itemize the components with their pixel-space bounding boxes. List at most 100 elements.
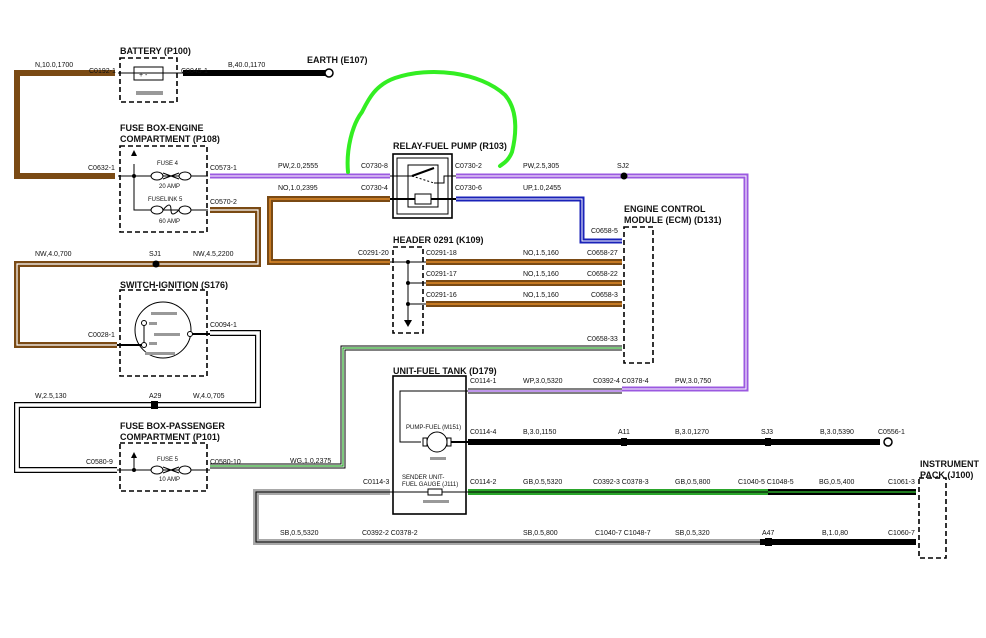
splice-label: SJ2 [617, 163, 629, 170]
earth-icon [324, 68, 334, 78]
fuse5-rating: 10 AMP [159, 477, 180, 483]
svg-text:+ -: + - [139, 72, 148, 79]
connector-label: C0658-3 [591, 292, 618, 299]
connector-label: C0730-8 [361, 163, 388, 170]
connector-label: C0658-5 [591, 228, 618, 235]
splice-a47 [765, 538, 772, 546]
earth-title: EARTH (E107) [307, 55, 368, 65]
pump-label: PUMP-FUEL (M151) [406, 425, 461, 431]
connector-label: C1060-7 [888, 530, 915, 537]
relay-fuel-pump [390, 153, 456, 219]
wire-label: BG,0.5,400 [819, 479, 855, 486]
wire-label: NO,1.0,2395 [278, 185, 318, 192]
connector-label: C0291-18 [426, 250, 457, 257]
connector-label: C0658-33 [587, 336, 618, 343]
ignition-switch [117, 289, 210, 377]
wire-label: SB,0.5,800 [523, 530, 558, 537]
fuselink5-rating: 60 AMP [159, 219, 180, 225]
sender-label: SENDER UNIT- [402, 475, 444, 481]
wire-label: B,3.0,5390 [820, 429, 854, 436]
connector-label: C0730-6 [455, 185, 482, 192]
wire-w-fill [15, 331, 260, 472]
wire-n-10 [14, 70, 115, 179]
fuse-passenger-title: FUSE BOX-PASSENGER [120, 421, 225, 431]
wire-label: W,2.5,130 [35, 393, 67, 400]
splice-labels: SJ1 SJ2 A29 A11 SJ3 A47 [149, 163, 775, 537]
wire-label: NW,4.0,700 [35, 251, 72, 258]
wire-labels: N,10.0,1700 B,40.0,1170 PW,2.0,2555 NO,1… [35, 62, 855, 537]
wires-no-1-5 [426, 259, 622, 307]
fuse-engine-title: FUSE BOX-ENGINE [120, 123, 204, 133]
connector-label: C0094-1 [210, 322, 237, 329]
wire-label: GB,0.5,5320 [523, 479, 562, 486]
wire-label: WG,1.0,2375 [290, 458, 331, 465]
splice-label: SJ1 [149, 251, 161, 258]
connector-label: C1040-7 C1048-7 [595, 530, 651, 537]
wire-label: B,1.0,80 [822, 530, 848, 537]
wire-label: W,4.0,705 [193, 393, 225, 400]
wire-label: NW,4.5,2200 [193, 251, 234, 258]
splice-sj1 [152, 260, 160, 268]
connector-label: C0730-2 [455, 163, 482, 170]
connector-label: C0114-3 [363, 479, 389, 486]
connector-label: C0556-1 [878, 429, 905, 436]
splice-a29 [151, 401, 158, 409]
connector-label: C1040-5 C1048-5 [738, 479, 794, 486]
battery: + - [118, 57, 183, 103]
fuse4-rating: 20 AMP [159, 184, 180, 190]
wire-label: SB,0.5,320 [675, 530, 710, 537]
connector-label: C0580-10 [210, 459, 241, 466]
splice-sj3 [765, 438, 771, 446]
fuselink5-label: FUSELINK 5 [148, 197, 183, 203]
wire-nw-tracer [16, 209, 259, 346]
wire-label: PW,3.0,750 [675, 378, 711, 385]
splice-a11 [621, 438, 627, 446]
splice-points [151, 172, 893, 546]
ecm-title: ENGINE CONTROL [624, 204, 706, 214]
connector-label: C0730-4 [361, 185, 388, 192]
fuel-tank-title: UNIT-FUEL TANK (D179) [393, 366, 497, 376]
wire-no-1-tracer [269, 198, 390, 263]
component-titles: BATTERY (P100) EARTH (E107) FUSE BOX-ENG… [120, 46, 979, 488]
hand-drawn-annotation [345, 69, 518, 174]
header-0291 [390, 246, 426, 334]
splice-label: A29 [149, 393, 162, 400]
wire-label: B,3.0,1270 [675, 429, 709, 436]
connector-label: C0028-1 [88, 332, 115, 339]
connector-label: C0658-22 [587, 271, 618, 278]
wire-label: WP,3.0,5320 [523, 378, 563, 385]
wire-label: NO,1.5,160 [523, 292, 559, 299]
ecm-title-2: MODULE (ECM) (D131) [624, 215, 722, 225]
wire-label: SB,0.5,5320 [280, 530, 319, 537]
splice-sj2 [620, 172, 628, 180]
connector-label: C0392-4 C0378-4 [593, 378, 649, 385]
connector-label: C0392-3 C0378-3 [593, 479, 649, 486]
wire-label: GB,0.5,800 [675, 479, 711, 486]
wire-w [14, 330, 261, 473]
splice-label: A11 [618, 429, 630, 436]
wire-label: B,40.0,1170 [228, 62, 265, 69]
connector-label: C0291-17 [426, 271, 457, 278]
splice-label: SJ3 [761, 429, 773, 436]
wire-label: N,10.0,1700 [35, 62, 73, 69]
ignition-title: SWITCH-IGNITION (S176) [120, 280, 228, 290]
connector-label: C1061-3 [888, 479, 915, 486]
instrument-title: INSTRUMENT [920, 459, 979, 469]
header-title: HEADER 0291 (K109) [393, 235, 484, 245]
fuel-tank-unit [390, 375, 468, 515]
connector-label: C0632-1 [88, 165, 115, 172]
fuse-box-passenger [117, 442, 210, 492]
wire-label: UP,1.0,2455 [523, 185, 561, 192]
fuse5-label: FUSE 5 [157, 457, 179, 463]
wires [14, 70, 916, 545]
fuse-box-engine [118, 145, 208, 233]
instrument-title-2: PACK (J100) [920, 470, 973, 480]
battery-title: BATTERY (P100) [120, 46, 191, 56]
connector-label: C0114-2 [470, 479, 496, 486]
relay-title: RELAY-FUEL PUMP (R103) [393, 141, 507, 151]
sender-label-2: FUEL GAUGE (J111) [402, 482, 458, 488]
fuse-engine-title-2: COMPARTMENT (P108) [120, 134, 220, 144]
wire-label: PW,2.5,305 [523, 163, 559, 170]
connector-labels: C0192-1 C0045-1 C0632-1 C0573-1 C0570-2 … [86, 68, 915, 537]
